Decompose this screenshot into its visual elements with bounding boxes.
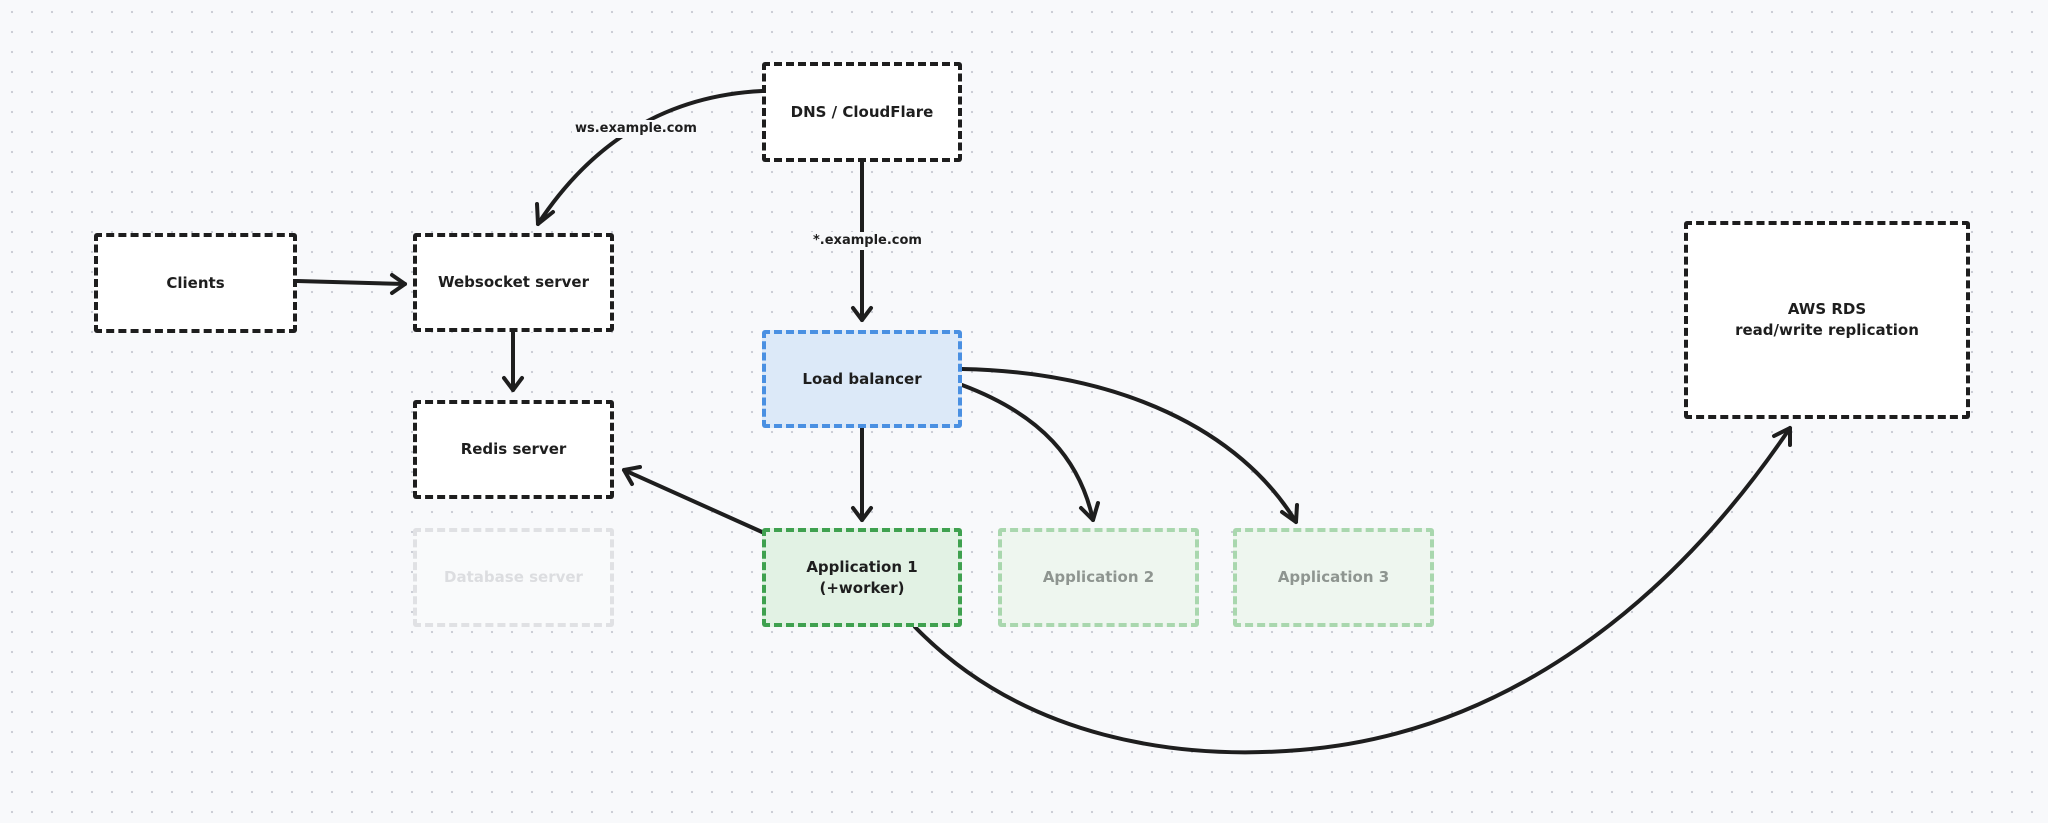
application-1-node[interactable]: Application 1 (+worker) bbox=[762, 528, 962, 627]
application-2-node[interactable]: Application 2 bbox=[998, 528, 1199, 627]
clients-node[interactable]: Clients bbox=[94, 233, 297, 333]
edge-load-balancer-to-app3[interactable] bbox=[960, 367, 1298, 524]
node-label: Redis server bbox=[460, 440, 567, 458]
websocket-server-node[interactable]: Websocket server bbox=[413, 233, 614, 332]
node-label: AWS RDS read/write replication bbox=[1735, 300, 1919, 339]
edge-dns-to-websocket[interactable] bbox=[536, 89, 764, 226]
dns-cloudflare-node[interactable]: DNS / CloudFlare bbox=[762, 62, 962, 162]
edge-load-balancer-to-app2[interactable] bbox=[960, 383, 1095, 522]
edge-websocket-to-redis-arrowhead bbox=[502, 376, 524, 392]
edge-app1-to-aws-rds-arrowhead bbox=[1772, 426, 1792, 447]
node-label: Clients bbox=[166, 273, 225, 292]
aws-rds-node[interactable]: AWS RDS read/write replication bbox=[1684, 221, 1970, 419]
load-balancer-node[interactable]: Load balancer bbox=[762, 330, 962, 428]
edge-load-balancer-to-app3-arrowhead bbox=[1280, 503, 1299, 524]
edge-app1-to-redis-arrowhead bbox=[622, 465, 642, 486]
node-label: DNS / CloudFlare bbox=[790, 102, 934, 121]
redis-server-node[interactable]: Redis server bbox=[413, 400, 614, 499]
edge-app1-to-aws-rds[interactable] bbox=[913, 426, 1792, 755]
edge-clients-to-websocket-arrowhead bbox=[390, 273, 407, 295]
edge-label-wildcard-domain: *.example.com bbox=[810, 232, 925, 250]
node-label: Application 3 bbox=[1277, 568, 1390, 586]
edge-label-ws-domain: ws.example.com bbox=[572, 120, 700, 138]
edge-load-balancer-to-app1-arrowhead bbox=[851, 506, 873, 522]
edge-dns-to-websocket-arrowhead bbox=[535, 202, 555, 226]
node-label: Websocket server bbox=[437, 273, 590, 291]
database-server-node[interactable]: Database server bbox=[413, 528, 614, 627]
application-3-node[interactable]: Application 3 bbox=[1233, 528, 1434, 627]
node-label: Application 1 (+worker) bbox=[806, 557, 918, 597]
edge-load-balancer-to-app2-arrowhead bbox=[1079, 501, 1100, 522]
node-label: Database server bbox=[444, 568, 583, 586]
edge-clients-to-websocket[interactable] bbox=[295, 279, 407, 286]
node-label: Application 2 bbox=[1042, 568, 1155, 586]
edge-app1-to-redis[interactable] bbox=[622, 468, 764, 534]
edge-dns-to-load-balancer-arrowhead bbox=[851, 306, 873, 322]
node-label: Load balancer bbox=[802, 369, 922, 388]
